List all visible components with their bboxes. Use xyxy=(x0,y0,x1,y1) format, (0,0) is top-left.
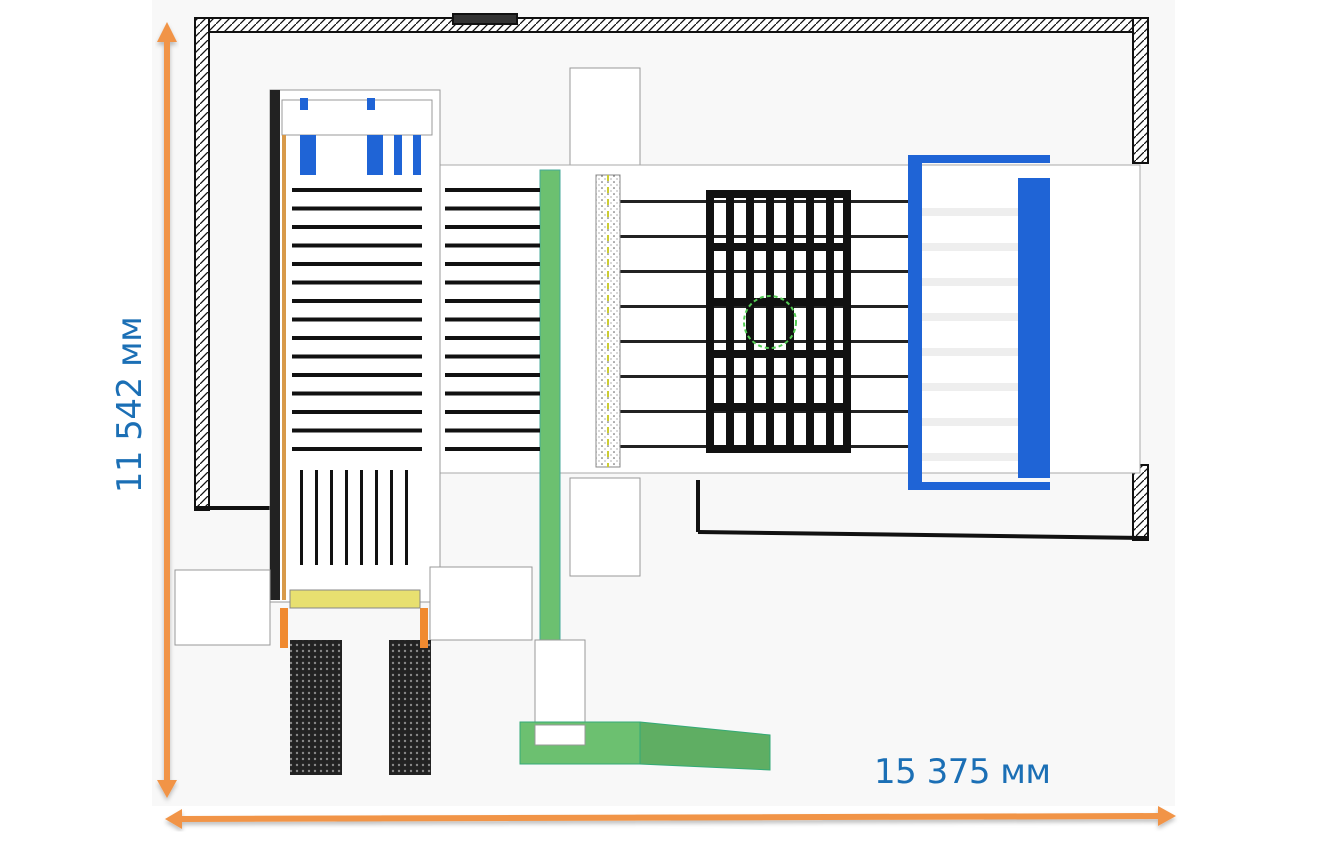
conveyor-bar xyxy=(445,299,540,303)
conveyor-bar xyxy=(445,317,540,322)
shelf-bar xyxy=(292,299,422,303)
left-storage-module xyxy=(269,89,441,603)
shelf-rod xyxy=(405,470,408,565)
grid-row xyxy=(706,403,851,411)
height-dimension-arrow xyxy=(157,22,177,798)
blue-crossbar xyxy=(922,208,1018,216)
width-dimension-label: 15 375 мм xyxy=(874,752,1051,792)
shelf-bar xyxy=(292,280,422,285)
shelf-bar xyxy=(292,317,422,322)
blue-crossbar xyxy=(922,348,1018,356)
blue-crossbar xyxy=(922,383,1018,391)
conveyor-bar xyxy=(445,262,540,266)
green-conveyor-bottom xyxy=(519,639,771,771)
shelf-rod xyxy=(315,470,318,565)
shelf-bar xyxy=(292,391,422,396)
blue-loading-section xyxy=(908,155,1050,490)
conveyor-bar xyxy=(445,336,540,340)
conveyor-bar xyxy=(445,354,540,359)
grid-column xyxy=(826,190,834,452)
height-dimension-label: 11 542 мм xyxy=(110,316,150,494)
blue-crossbar xyxy=(922,418,1018,426)
top-cabinet xyxy=(569,67,641,166)
blue-crossbar xyxy=(922,313,1018,321)
grid-row xyxy=(706,350,851,358)
shelf-bar xyxy=(292,206,422,211)
conveyor-bar xyxy=(445,188,540,192)
shelf-bar xyxy=(292,354,422,359)
black-grid-frame xyxy=(706,190,851,453)
suction-grippers xyxy=(300,98,421,175)
shelf-rod xyxy=(360,470,363,565)
perforated-table-right xyxy=(389,640,431,775)
shelf-rod xyxy=(300,470,303,565)
shelf-bar xyxy=(292,373,422,377)
rotation-unit xyxy=(743,295,797,349)
roller-row xyxy=(620,410,910,413)
grid-column xyxy=(746,190,754,452)
conveyor-bar xyxy=(445,280,540,285)
bottom-cabinet xyxy=(569,477,641,577)
storage-shelves xyxy=(292,188,540,565)
grid-row xyxy=(706,243,851,251)
grid-column xyxy=(806,190,814,452)
conveyor-bar xyxy=(445,225,540,229)
blue-crossbar xyxy=(922,243,1018,251)
shelf-bar xyxy=(292,428,422,433)
roller-row xyxy=(620,200,910,203)
grid-row xyxy=(706,190,851,198)
conveyor-bar xyxy=(445,428,540,433)
grid-column xyxy=(706,190,714,452)
shelf-rod xyxy=(375,470,378,565)
blue-crossbar xyxy=(922,453,1018,461)
shelf-bar xyxy=(292,262,422,266)
roller-row xyxy=(620,375,910,378)
side-cabinet-right xyxy=(429,566,533,641)
shelf-rod xyxy=(345,470,348,565)
roller-row xyxy=(620,340,910,343)
cable-chain xyxy=(270,90,280,600)
shelf-bar xyxy=(292,225,422,229)
conveyor-bar xyxy=(445,206,540,211)
conveyor-bar xyxy=(445,447,540,451)
shelf-rod xyxy=(330,470,333,565)
side-cabinet-left xyxy=(174,569,271,646)
roller-row xyxy=(620,305,910,308)
conveyor-bar xyxy=(445,391,540,396)
shelf-bar xyxy=(292,188,422,192)
grid-row xyxy=(706,445,851,453)
conveyor-bar xyxy=(445,243,540,248)
safety-fence xyxy=(194,13,1149,541)
grid-column xyxy=(843,190,851,452)
shelf-bar xyxy=(292,336,422,340)
shelf-bar xyxy=(292,447,422,451)
fence-door xyxy=(452,13,518,25)
shelf-bar xyxy=(292,243,422,248)
perforated-table-left xyxy=(290,640,342,775)
grid-column xyxy=(766,190,774,452)
shelf-bar xyxy=(292,410,422,414)
grid-column xyxy=(726,190,734,452)
grid-row xyxy=(706,298,851,306)
grid-column xyxy=(786,190,794,452)
width-dimension-arrow xyxy=(165,806,1176,829)
conveyor-bar xyxy=(445,373,540,377)
conveyor-bar xyxy=(445,410,540,414)
blue-crossbar xyxy=(922,278,1018,286)
roller-row xyxy=(620,235,910,238)
shelf-rod xyxy=(390,470,393,565)
roller-row xyxy=(620,270,910,273)
green-conveyor-vertical xyxy=(539,169,561,651)
